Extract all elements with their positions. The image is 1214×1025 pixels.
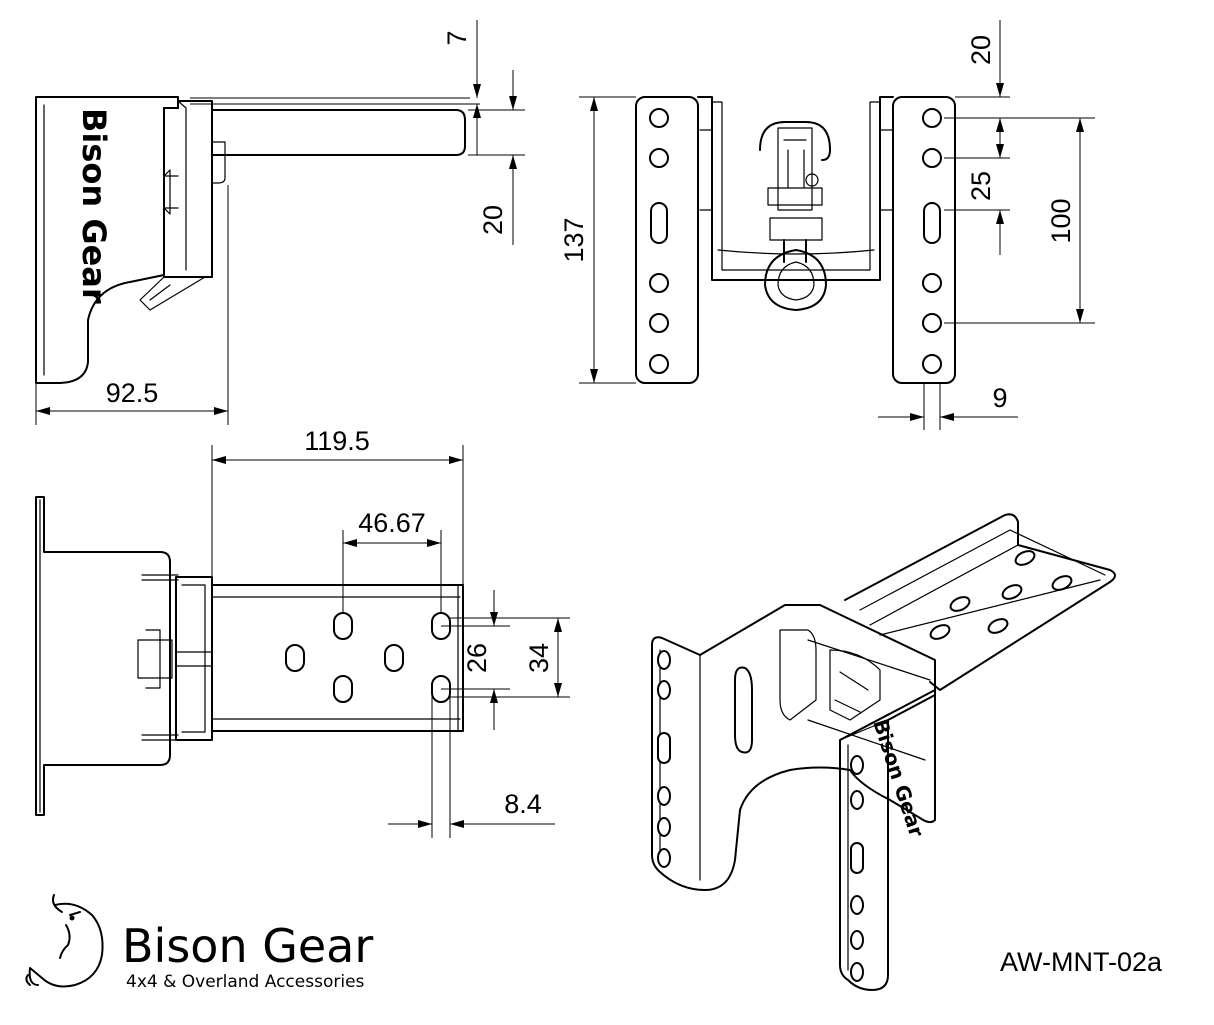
dim-side-top: 7	[442, 30, 472, 45]
dim-top-slot: 8.4	[504, 789, 542, 819]
part-number: AW-MNT-02a	[1000, 947, 1163, 977]
dim-top-hole-spacing: 46.67	[358, 508, 426, 538]
iso-stamp-text: Bison Gear	[868, 716, 929, 840]
dim-side-width: 92.5	[106, 378, 159, 408]
dim-front-edge: 9	[992, 383, 1007, 413]
title-block: Bison Gear 4x4 & Overland Accessories AW…	[25, 894, 1163, 992]
top-view: 119.5 46.67 26 34 8.4	[35, 426, 570, 838]
dim-front-top-offset: 20	[966, 35, 996, 65]
front-view: 137 20 25 100 9	[559, 20, 1095, 430]
bison-logo-icon	[25, 894, 104, 988]
iso-view: Bison Gear	[651, 513, 1116, 991]
brand-tagline: 4x4 & Overland Accessories	[126, 972, 365, 992]
dim-front-height: 137	[559, 217, 589, 262]
dim-top-length: 119.5	[304, 426, 370, 456]
dim-top-outer: 34	[524, 643, 554, 673]
dim-front-span: 100	[1046, 198, 1076, 243]
dim-front-pitch: 25	[966, 171, 996, 201]
dim-side-bar: 20	[478, 205, 508, 235]
dim-top-inner: 26	[462, 643, 492, 673]
side-view: Bison Gear 92.5 7 20	[35, 20, 525, 425]
side-stamp-text: Bison Gear	[75, 108, 113, 304]
brand-name: Bison Gear	[122, 919, 373, 973]
